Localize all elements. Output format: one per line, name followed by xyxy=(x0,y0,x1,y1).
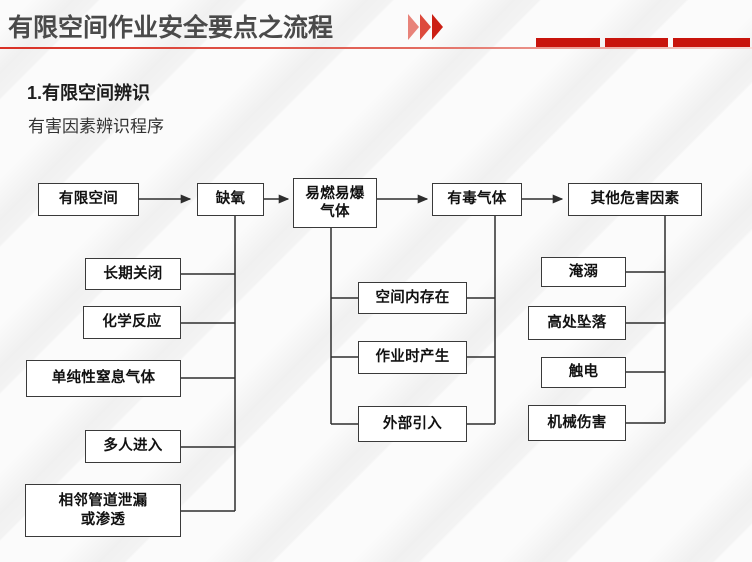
flow-node-drowning[interactable]: 淹溺 xyxy=(541,257,626,287)
flow-node-label: 触电 xyxy=(568,364,599,381)
header-divider xyxy=(0,47,752,49)
header-accent-block-2 xyxy=(605,38,668,47)
flow-node-label: 化学反应 xyxy=(102,314,162,331)
flow-node-mechanical-injury[interactable]: 机械伤害 xyxy=(528,405,626,441)
flow-node-label: 作业时产生 xyxy=(375,349,450,366)
header-accent-blocks xyxy=(536,38,750,47)
flow-node-long-term-closure[interactable]: 长期关闭 xyxy=(85,258,181,290)
flow-node-label: 长期关闭 xyxy=(103,265,163,282)
flow-node-label: 易燃易爆 气体 xyxy=(305,185,365,220)
flow-node-other-hazard-factors[interactable]: 其他危害因素 xyxy=(568,183,702,216)
flow-node-introduced-externally[interactable]: 外部引入 xyxy=(358,406,467,442)
flow-node-label: 机械伤害 xyxy=(547,414,607,431)
double-chevron-right-icon xyxy=(408,14,443,40)
slide-header: 有限空间作业安全要点之流程 xyxy=(0,0,752,52)
chevron-right-icon-1 xyxy=(408,14,419,40)
flow-node-label: 单纯性窒息气体 xyxy=(51,370,156,387)
flow-node-toxic-gas[interactable]: 有毒气体 xyxy=(432,183,522,216)
flow-node-confined-space[interactable]: 有限空间 xyxy=(38,183,139,216)
flow-node-label: 高处坠落 xyxy=(547,314,607,331)
flow-node-label: 淹溺 xyxy=(568,263,599,280)
flow-node-generated-during-work[interactable]: 作业时产生 xyxy=(358,341,467,374)
page-title: 有限空间作业安全要点之流程 xyxy=(8,14,334,42)
flow-node-oxygen-deficiency[interactable]: 缺氧 xyxy=(197,183,264,216)
flow-node-label: 相邻管道泄漏 或渗透 xyxy=(58,493,148,528)
flow-node-label: 空间内存在 xyxy=(375,289,450,306)
flow-node-label: 有毒气体 xyxy=(447,191,507,208)
flow-node-electric-shock[interactable]: 触电 xyxy=(541,357,626,388)
header-accent-block-3 xyxy=(673,38,750,47)
flow-node-label: 其他危害因素 xyxy=(590,191,680,208)
flow-node-label: 有限空间 xyxy=(58,191,119,208)
flow-node-simple-asphyxiant-gas[interactable]: 单纯性窒息气体 xyxy=(26,360,181,397)
flow-node-fall-from-height[interactable]: 高处坠落 xyxy=(528,306,626,340)
section-subheading: 有害因素辨识程序 xyxy=(28,117,164,136)
flow-node-label: 多人进入 xyxy=(103,438,163,455)
flow-node-label: 外部引入 xyxy=(382,415,443,432)
flow-node-adjacent-pipe-leak[interactable]: 相邻管道泄漏 或渗透 xyxy=(25,484,181,537)
chevron-right-icon-2 xyxy=(420,14,431,40)
chevron-right-icon-3 xyxy=(432,14,443,40)
flow-node-chemical-reaction[interactable]: 化学反应 xyxy=(83,306,181,339)
header-accent-block-1 xyxy=(536,38,600,47)
section-heading: 1.有限空间辨识 xyxy=(27,83,151,103)
flow-node-existing-in-space[interactable]: 空间内存在 xyxy=(358,282,467,314)
flow-node-multiple-people-entry[interactable]: 多人进入 xyxy=(85,430,181,463)
flow-node-label: 缺氧 xyxy=(215,191,246,208)
flow-node-flammable-explosive-gas[interactable]: 易燃易爆 气体 xyxy=(293,178,377,228)
